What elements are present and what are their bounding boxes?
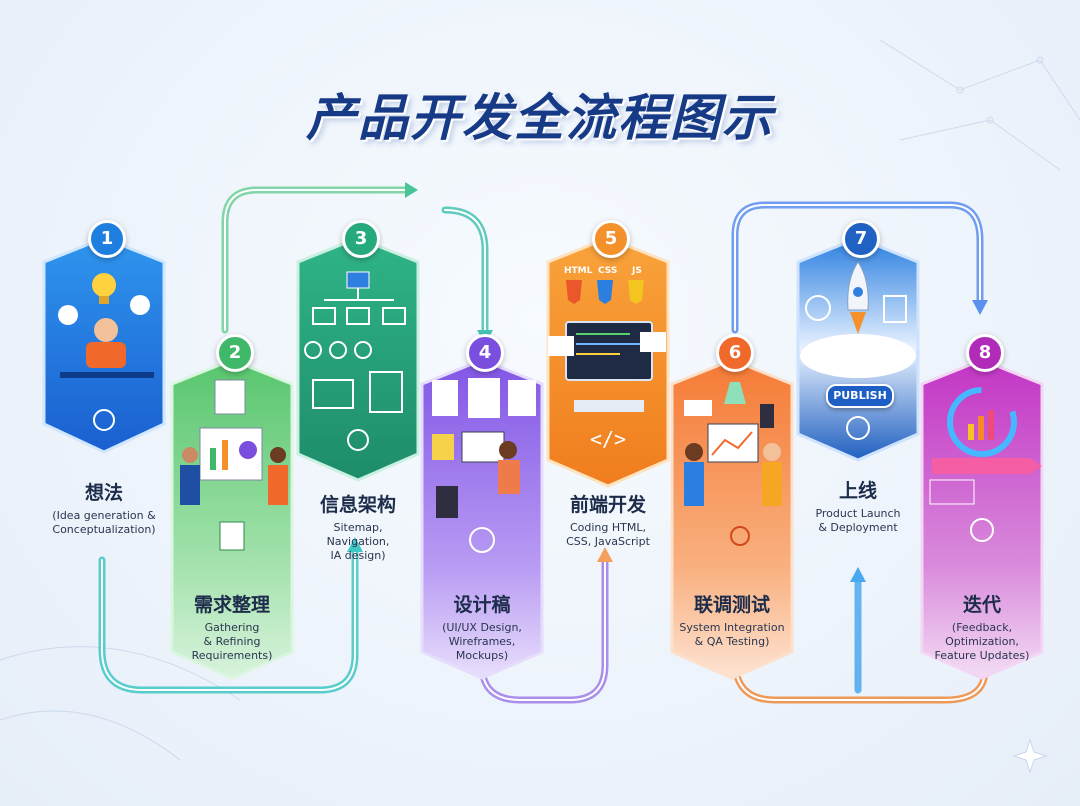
css-tag-label: CSS (598, 266, 618, 276)
lightbulb-icon (92, 273, 116, 297)
step-card-4 (420, 358, 544, 680)
step-badge-8: 8 (966, 334, 1004, 372)
step-label-5: 前端开发 Coding HTML, CSS, JavaScript (533, 490, 683, 549)
js-icon (628, 280, 644, 304)
globe-icon-bottom (846, 416, 870, 440)
publish-button: PUBLISH (826, 384, 894, 408)
step-title-en: Gathering & Refining Requirements) (191, 621, 273, 662)
idea-gear-icon (93, 409, 115, 431)
step-label-4: 设计稿 (UI/UX Design, Wireframes, Mockups) (407, 590, 557, 663)
step-card-8 (920, 358, 1044, 680)
rocket-icon (847, 261, 869, 311)
step-badge-1: 1 (88, 220, 126, 258)
step-badge-2: 2 (216, 334, 254, 372)
step-title-cn: 联调测试 (693, 594, 770, 616)
monitor-icon (565, 321, 653, 381)
step-card-1 (42, 236, 166, 454)
cycle-icon (947, 387, 1017, 457)
step-card-6 (670, 358, 794, 680)
palette-icon (469, 527, 495, 553)
sitemap-icon (346, 271, 370, 289)
step-card-5: </> (546, 236, 670, 488)
step-label-7: 上线 Product Launch & Deployment (783, 476, 933, 535)
html5-icon (566, 280, 582, 304)
page-title: 产品开发全流程图示 (306, 89, 774, 147)
step-badge-5: 5 (592, 220, 630, 258)
step-title-en: Coding HTML, CSS, JavaScript (566, 521, 650, 548)
step-badge-3: 3 (342, 220, 380, 258)
step-title-cn: 需求整理 (193, 594, 270, 616)
js-tag-label: JS (632, 266, 642, 276)
mockup-screen-icon (432, 380, 458, 416)
step-card-3 (296, 236, 420, 482)
step-badge-4: 4 (466, 334, 504, 372)
hierarchy-icon (347, 429, 369, 451)
step-badge-7: 7 (842, 220, 880, 258)
arrow-heads (347, 182, 988, 582)
step-title-cn: 设计稿 (453, 594, 511, 616)
step-title-cn: 想法 (84, 482, 123, 504)
tablet-icon (436, 486, 458, 518)
step-title-en: Sitemap, Navigation, IA design) (326, 521, 390, 562)
step-label-6: 联调测试 System Integration & QA Testing) (657, 590, 807, 649)
bug-icon (730, 526, 750, 546)
flask-icon (724, 382, 746, 404)
server-icon (883, 295, 907, 323)
person-thinking-icon (94, 318, 118, 342)
step-title-en: Product Launch & Deployment (815, 507, 901, 534)
refresh-icon (970, 518, 994, 542)
step-title-en: (UI/UX Design, Wireframes, Mockups) (442, 621, 522, 662)
step-title-cn: 前端开发 (569, 494, 646, 516)
step-title-en: System Integration & QA Testing) (679, 621, 785, 648)
step-badge-6: 6 (716, 334, 754, 372)
step-card-2 (170, 358, 294, 680)
step-label-1: 想法 (Idea generation & Conceptualization) (29, 478, 179, 537)
clipboard-icon (219, 521, 245, 551)
step-label-8: 迭代 (Feedback, Optimization, Feature Upda… (907, 590, 1057, 663)
background-network-decor (0, 39, 1080, 761)
phone-icon (760, 404, 774, 428)
keyboard-icon (574, 400, 644, 412)
sparkle-icon (1012, 738, 1048, 774)
code-brackets-icon: </> (590, 427, 626, 451)
checklist-icon (214, 379, 246, 415)
step-card-7 (796, 236, 920, 462)
step-label-2: 需求整理 Gathering & Refining Requirements) (157, 590, 307, 663)
flow-arrows (98, 186, 989, 704)
step-title-cn: 信息架构 (319, 494, 396, 516)
chart-screen-icon (707, 423, 759, 463)
step-title-en: (Feedback, Optimization, Feature Updates… (934, 621, 1030, 662)
css3-icon (597, 280, 613, 304)
step-title-en: (Idea generation & Conceptualization) (52, 509, 156, 536)
wireframe-doc-icon (369, 371, 403, 413)
globe-icon (805, 295, 831, 321)
step-title-cn: 上线 (838, 480, 877, 502)
html-tag-label: HTML (564, 266, 593, 276)
step-title-cn: 迭代 (962, 594, 1001, 616)
step-label-3: 信息架构 Sitemap, Navigation, IA design) (283, 490, 433, 563)
